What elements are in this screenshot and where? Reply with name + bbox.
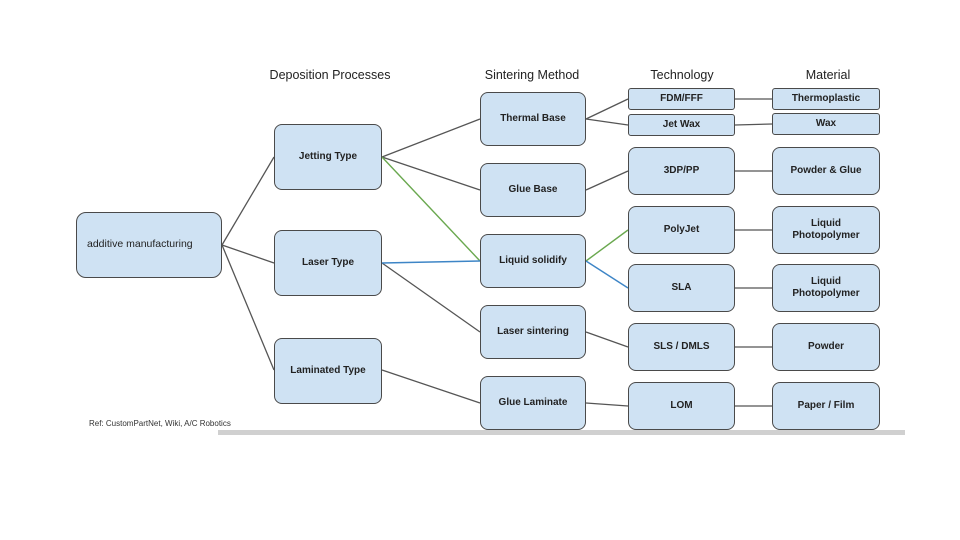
header-material: Material [805,68,851,82]
node-label: Thermoplastic [791,92,861,104]
node-label: Wax [815,117,837,129]
node-additive-manufacturing: additive manufacturing [76,212,222,278]
node-label: Laser sintering [497,325,569,337]
node-label: Laminated Type [290,364,366,376]
node-label: Liquid solidify [499,254,567,266]
node-fdm-fff: FDM/FFF [628,88,735,110]
header-technology: Technology [650,68,714,82]
link-laminated-gluelam [381,369,481,404]
link-lasersint-sls [585,331,629,348]
node-laser-sintering: Laser sintering [480,305,586,359]
node-3dp-pp: 3DP/PP [628,147,735,195]
node-label: Liquid Photopolymer [792,217,860,242]
node-sla: SLA [628,264,735,312]
node-thermal-base: Thermal Base [480,92,586,146]
node-label: Jet Wax [662,118,701,130]
node-label: Jetting Type [298,150,358,162]
node-sls-dmls: SLS / DMLS [628,323,735,371]
node-glue-laminate: Glue Laminate [480,376,586,430]
node-label: additive manufacturing [87,238,193,251]
node-laminated-type: Laminated Type [274,338,382,404]
node-label: SLS / DMLS [653,340,710,352]
node-label: SLA [671,281,692,293]
link-jetwax-wax [734,123,773,126]
link-root-jetting [221,156,275,246]
link-thermal-jetwax [585,118,629,126]
link-liquid-polyjet [585,229,629,262]
node-label: Powder [807,340,845,352]
node-liquid-solidify: Liquid solidify [480,234,586,288]
node-label: Laser Type [301,256,355,268]
node-wax: Wax [772,113,880,135]
node-label: Glue Base [508,183,558,195]
node-paper-film: Paper / Film [772,382,880,430]
node-powder-glue: Powder & Glue [772,147,880,195]
node-glue-base: Glue Base [480,163,586,217]
node-label: Glue Laminate [498,396,568,408]
node-label: 3DP/PP [663,164,700,176]
link-liquid-sla [585,260,629,289]
link-jetting-glue [381,156,481,191]
node-powder: Powder [772,323,880,371]
reference-note: Ref: CustomPartNet, Wiki, A/C Robotics [89,419,231,428]
link-laser-sintering [381,262,481,333]
node-thermoplastic: Thermoplastic [772,88,880,110]
node-label: Paper / Film [797,399,855,411]
link-jetting-liquid [381,156,481,262]
header-sintering: Sintering Method [484,68,580,82]
node-jetting-type: Jetting Type [274,124,382,190]
header-deposition: Deposition Processes [269,68,391,82]
link-glue-3dp [585,170,629,191]
link-root-laminated [221,244,275,371]
node-label: LOM [670,399,693,411]
link-gluelam-lom [585,402,629,407]
node-liquid-photopolymer-2: Liquid Photopolymer [772,264,880,312]
link-root-laser [221,244,275,264]
node-laser-type: Laser Type [274,230,382,296]
node-label: PolyJet [663,223,700,235]
link-jetting-thermal [381,118,481,158]
node-label: Thermal Base [500,112,566,124]
link-thermal-fdm [585,98,629,120]
bottom-divider [218,430,905,435]
node-liquid-photopolymer-1: Liquid Photopolymer [772,206,880,254]
node-label: FDM/FFF [660,92,703,104]
node-lom: LOM [628,382,735,430]
node-label: Powder & Glue [790,164,862,176]
node-jet-wax: Jet Wax [628,114,735,136]
node-polyjet: PolyJet [628,206,735,254]
node-label: Liquid Photopolymer [792,275,860,300]
link-laser-liquid [381,260,481,264]
